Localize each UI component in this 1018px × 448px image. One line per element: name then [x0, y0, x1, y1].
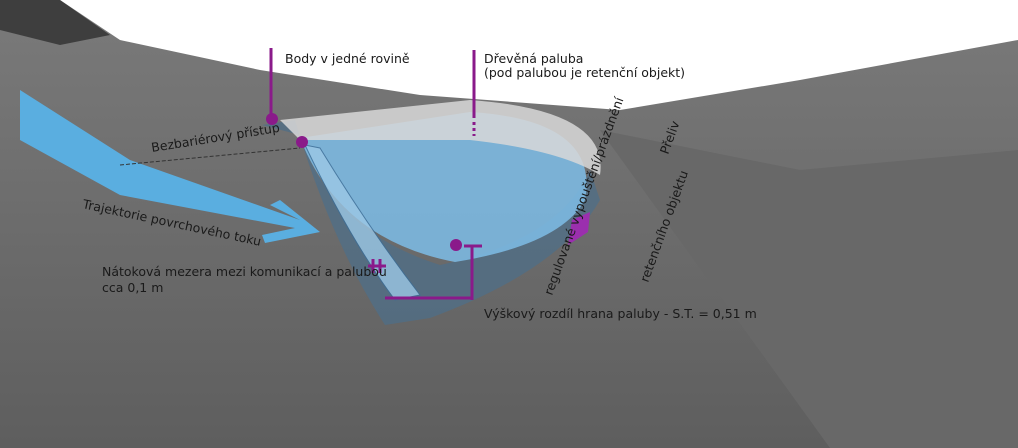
leader-line: [119, 147, 301, 166]
deck-glass: [280, 100, 601, 175]
label-inflow-gap-size: cca 0,1 m: [102, 280, 163, 295]
label-wooden-deck-note: (pod palubou je retenční objekt): [484, 65, 685, 80]
point-marker: [266, 113, 278, 125]
retention-base: [262, 120, 600, 325]
overflow-weir: [568, 212, 590, 245]
label-wooden-deck: Dřevěná paluba: [484, 51, 583, 66]
point-marker: [296, 136, 308, 148]
deck-water: [300, 112, 587, 262]
surface-flow-arrow: [20, 90, 320, 243]
steps: [304, 144, 421, 301]
terrain-ridge: [600, 130, 1018, 448]
markers: [269, 48, 482, 300]
point-marker: [450, 239, 462, 251]
terrain-dark: [0, 0, 110, 45]
label-points-in-plane: Body v jedné rovině: [285, 51, 410, 66]
label-inflow-gap: Nátoková mezera mezi komunikací a palubo…: [102, 264, 387, 279]
label-height-diff: Výškový rozdíl hrana paluby - S.T. = 0,5…: [484, 306, 757, 321]
